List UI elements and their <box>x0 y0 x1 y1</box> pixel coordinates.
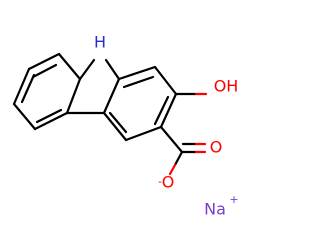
sodium-label: Na <box>204 200 226 219</box>
bond <box>159 125 184 154</box>
bond <box>173 150 184 167</box>
bond <box>27 52 61 71</box>
bond <box>117 65 157 81</box>
bond <box>159 92 178 129</box>
bond-double <box>122 75 155 89</box>
atom-labels: H OH O O - Na + <box>94 33 239 219</box>
molecule-structure: H OH O O - Na + <box>12 33 239 219</box>
bond-double <box>35 108 63 124</box>
bond <box>65 77 82 115</box>
bond <box>104 58 121 81</box>
bond <box>57 52 82 81</box>
bond <box>102 77 121 115</box>
bond <box>153 65 178 96</box>
bond <box>33 111 69 131</box>
nh-label: H <box>94 33 106 52</box>
anion-charge: - <box>158 175 162 188</box>
bond <box>124 125 163 142</box>
bond-double <box>31 63 58 79</box>
bond-double <box>108 111 128 134</box>
anion-oxygen-label: O <box>162 173 175 192</box>
bond-double <box>153 95 170 126</box>
bond-double <box>20 73 36 104</box>
bonds <box>12 52 208 176</box>
oh-label: OH <box>214 77 239 96</box>
bond <box>12 102 37 131</box>
bond <box>78 58 96 81</box>
bond <box>168 163 177 176</box>
bond <box>102 111 128 142</box>
bond <box>12 67 31 106</box>
sodium-charge: + <box>229 193 238 206</box>
carbonyl-oxygen-label: O <box>210 138 223 157</box>
